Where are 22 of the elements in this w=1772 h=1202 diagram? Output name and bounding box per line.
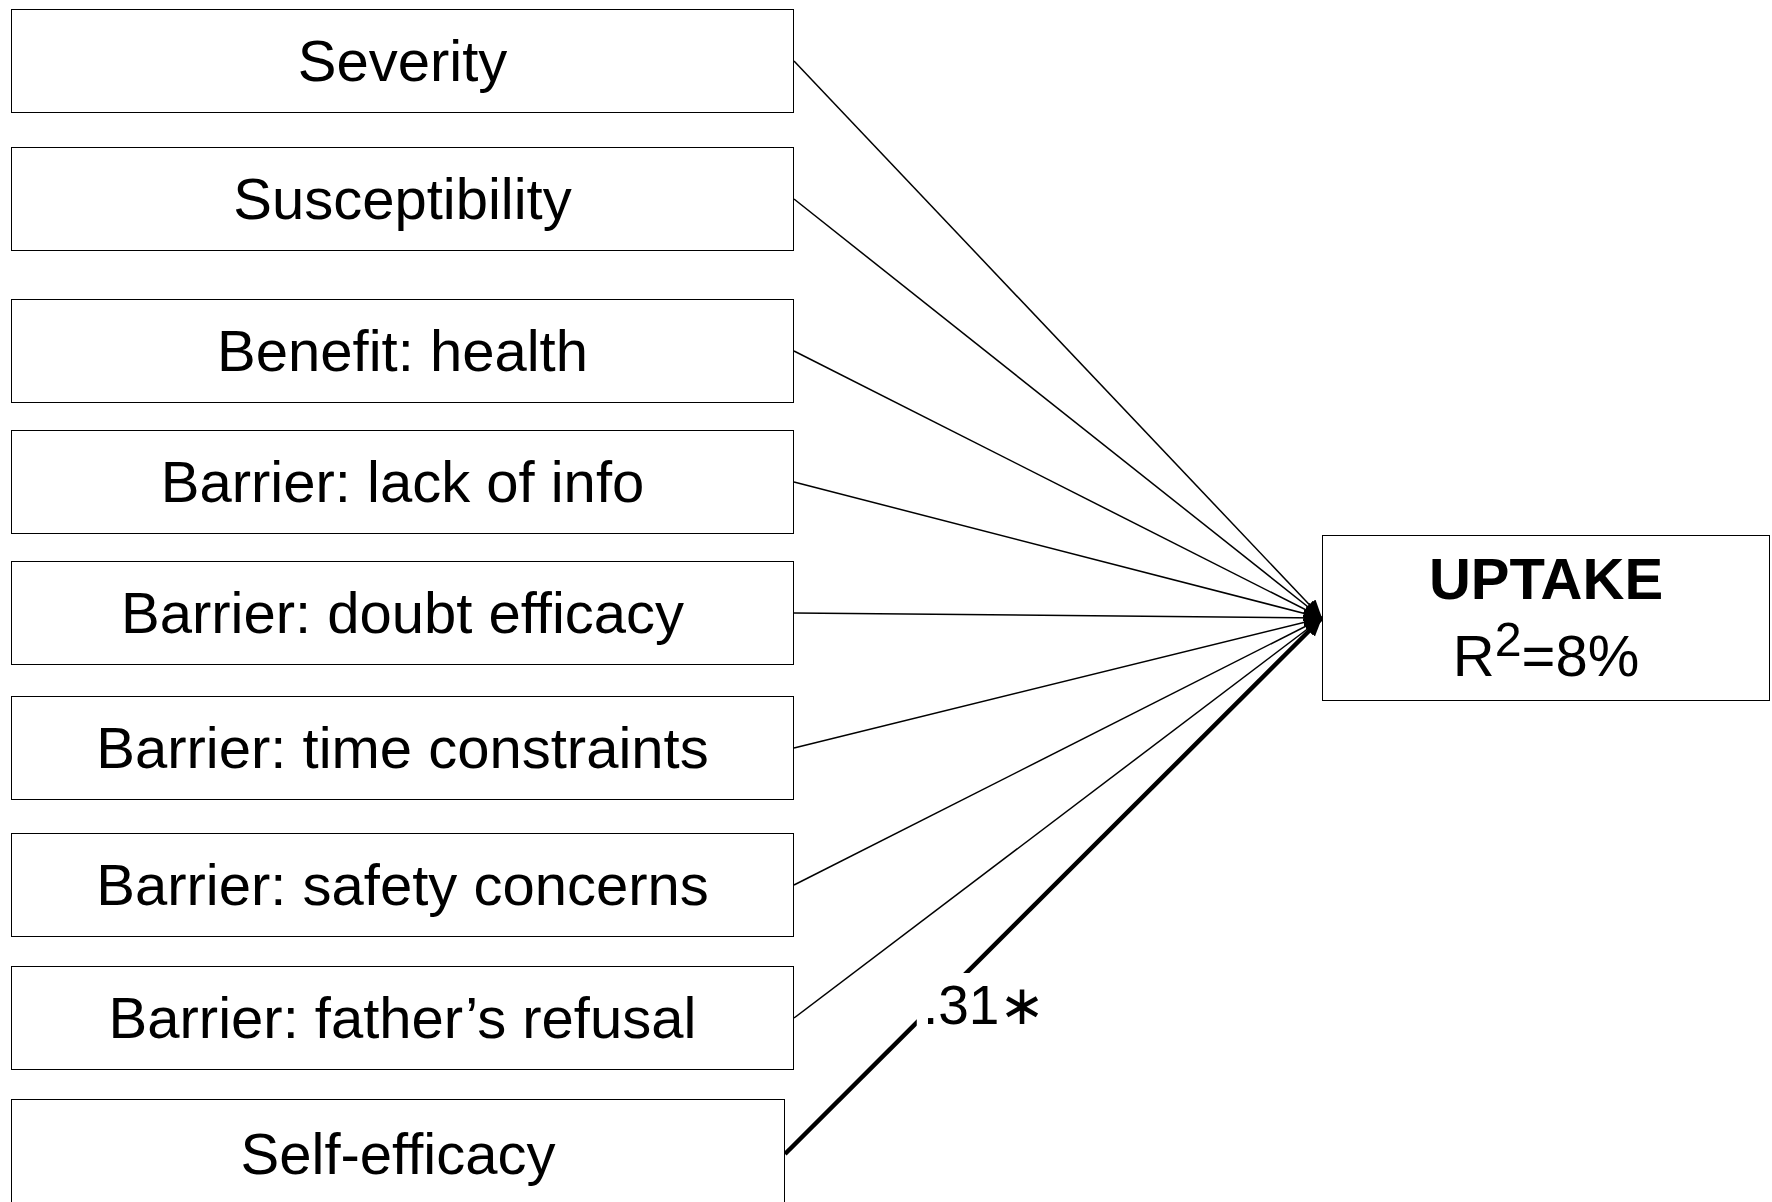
predictor-label: Barrier: safety concerns [96, 851, 709, 919]
predictor-box [11, 299, 794, 403]
r-squared-text: R$^{2}$=8% [1452, 612, 1640, 691]
arrow [793, 60, 1323, 619]
predictor-label: Susceptibility [233, 165, 572, 233]
predictor-label: Self-efficacy [240, 1120, 556, 1188]
predictor-box [11, 966, 794, 1070]
predictor-box [11, 9, 794, 113]
predictor-label: Barrier: father’s refusal [108, 984, 697, 1052]
predictor-label: Barrier: lack of info [160, 448, 645, 516]
outcome-box [1322, 535, 1770, 701]
predictor-label: Severity [297, 27, 508, 95]
predictor-label: Barrier: doubt efficacy [120, 579, 685, 647]
predictor-box [11, 696, 794, 800]
predictor-label: Barrier: time constraints [96, 714, 709, 782]
predictor-box [11, 430, 794, 534]
predictor-box [11, 561, 794, 665]
outcome-title: UPTAKE [1428, 545, 1664, 613]
predictor-box [11, 833, 794, 937]
predictor-box [11, 147, 794, 251]
predictor-box [11, 1099, 785, 1202]
predictor-label: Benefit: health [217, 317, 588, 385]
